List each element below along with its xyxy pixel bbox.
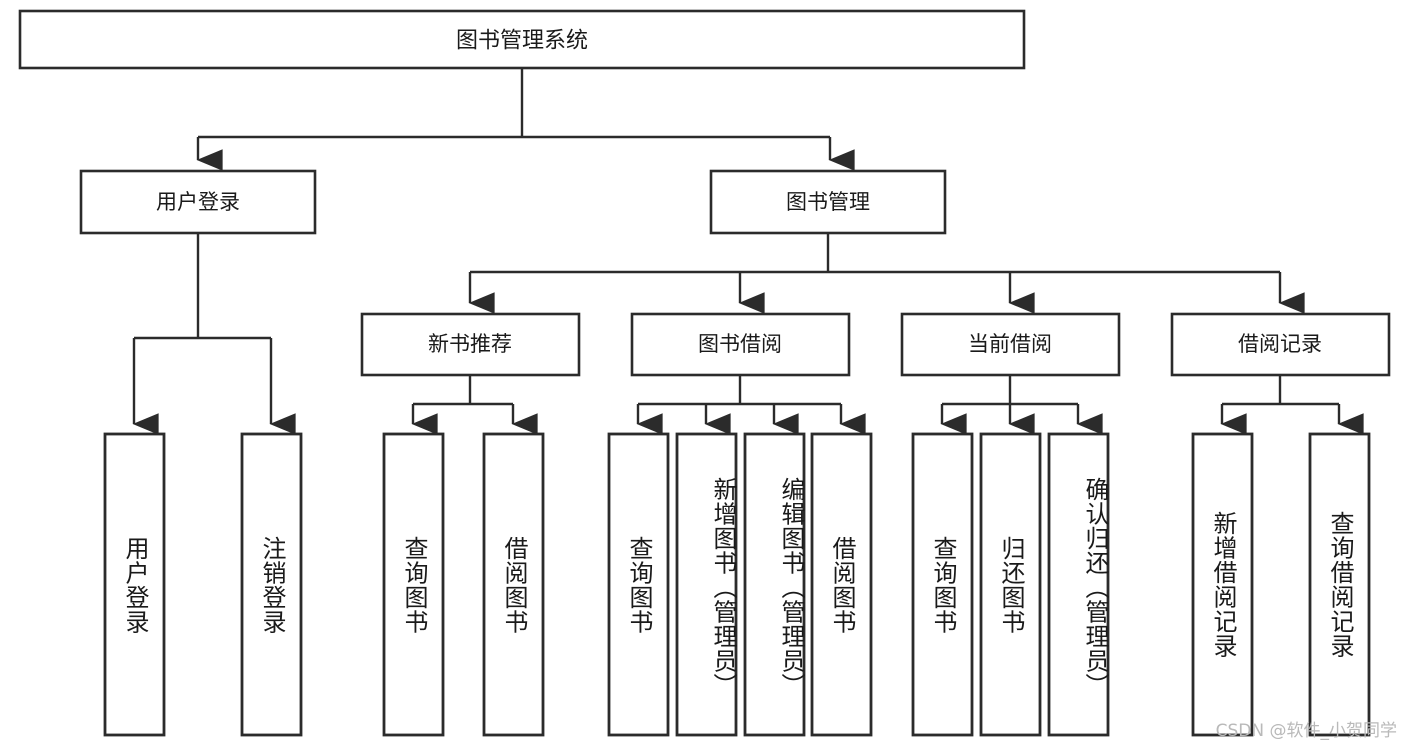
leaf-box-add-book[interactable] xyxy=(675,432,738,737)
node-user-login-label: 用户登录 xyxy=(156,190,240,214)
node-new-book-recommend-label: 新书推荐 xyxy=(428,332,512,356)
leaf-box-query-book-1[interactable] xyxy=(382,432,445,737)
leaf-box-borrow-book-1[interactable] xyxy=(482,432,545,737)
node-current-borrow-box xyxy=(900,312,1121,377)
leaf-label-user-login: 用户登录 xyxy=(120,535,149,634)
connector-user-login-to-leaves xyxy=(132,233,296,435)
leaf-label-query-record: 查询借阅记录 xyxy=(1325,511,1354,658)
connector-root-to-level2 xyxy=(196,68,855,171)
leaf-box-query-record[interactable] xyxy=(1308,432,1371,737)
connector-book-management-to-level3 xyxy=(468,233,1305,314)
leaf-box-logout-login[interactable] xyxy=(240,432,303,737)
leaf-label-query-book-3: 查询图书 xyxy=(928,535,957,634)
leaf-label-logout-login: 注销登录 xyxy=(257,535,286,634)
node-user-login[interactable]: 用户登录 xyxy=(79,169,317,235)
connector-new-book-recommend-to-leaves xyxy=(411,375,538,435)
node-user-login-box xyxy=(79,169,317,235)
leaf-box-edit-book[interactable] xyxy=(743,432,806,737)
node-book-borrow[interactable]: 图书借阅 xyxy=(630,312,851,377)
leaf-label-query-book-2: 查询图书 xyxy=(624,535,653,634)
node-root[interactable]: 图书管理系统 xyxy=(18,9,1026,70)
leaf-label-confirm-return: 确认归还（管理员） xyxy=(1081,477,1109,698)
node-root-label: 图书管理系统 xyxy=(456,29,588,54)
node-current-borrow[interactable]: 当前借阅 xyxy=(900,312,1121,377)
leaf-label-borrow-book-1: 借阅图书 xyxy=(499,535,528,634)
node-new-book-recommend-box xyxy=(360,312,581,377)
node-book-borrow-box xyxy=(630,312,851,377)
leaf-box-borrow-book-2[interactable] xyxy=(810,432,873,737)
node-current-borrow-label: 当前借阅 xyxy=(968,332,1052,356)
leaf-label-return-book: 归还图书 xyxy=(996,535,1025,634)
leaf-label-add-record: 新增借阅记录 xyxy=(1208,511,1237,658)
node-book-management-label: 图书管理 xyxy=(786,190,870,214)
leaf-box-return-book[interactable] xyxy=(979,432,1042,737)
connector-book-borrow-to-leaves xyxy=(636,375,866,435)
leaf-label-edit-book: 编辑图书（管理员） xyxy=(777,477,805,698)
connector-borrow-record-to-leaves xyxy=(1220,375,1364,435)
node-book-management[interactable]: 图书管理 xyxy=(709,169,947,235)
node-book-borrow-label: 图书借阅 xyxy=(698,332,782,356)
leaf-box-user-login[interactable] xyxy=(103,432,166,737)
leaf-box-query-book-3[interactable] xyxy=(911,432,974,737)
leaf-box-query-book-2[interactable] xyxy=(607,432,670,737)
leaf-label-borrow-book-2: 借阅图书 xyxy=(827,535,856,634)
node-borrow-record-box xyxy=(1170,312,1391,377)
leaf-label-query-book-1: 查询图书 xyxy=(399,535,428,634)
node-borrow-record-label: 借阅记录 xyxy=(1238,332,1322,356)
leaf-label-add-book: 新增图书（管理员） xyxy=(709,477,737,698)
connector-current-borrow-to-leaves xyxy=(940,375,1103,435)
leaf-box-add-record[interactable] xyxy=(1191,432,1254,737)
node-borrow-record[interactable]: 借阅记录 xyxy=(1170,312,1391,377)
csdn-watermark: CSDN @软件_小贺同学 xyxy=(1215,721,1397,741)
node-root-box xyxy=(18,9,1026,70)
leaf-box-confirm-return[interactable] xyxy=(1047,432,1110,737)
node-new-book-recommend[interactable]: 新书推荐 xyxy=(360,312,581,377)
